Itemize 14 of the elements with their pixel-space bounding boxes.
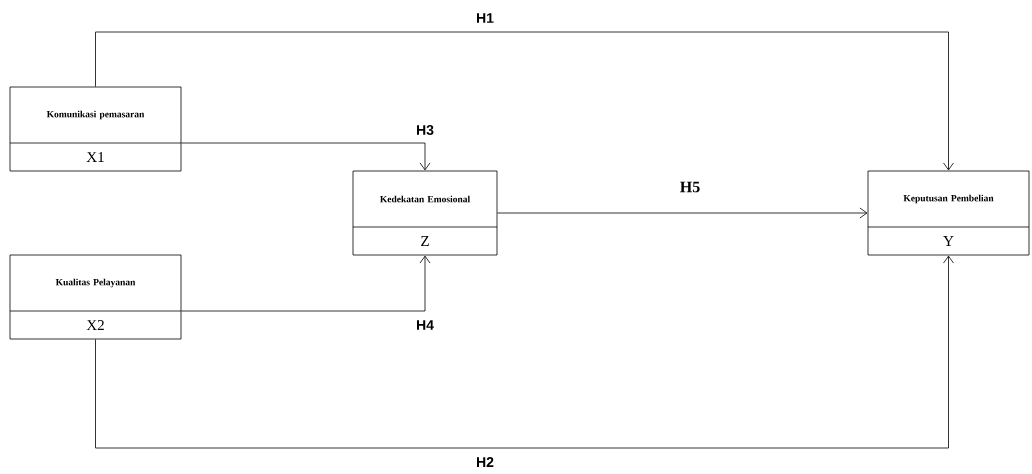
- arrow: [95, 255, 954, 449]
- edge-label: H2: [475, 456, 495, 468]
- arrow: [95, 31, 954, 171]
- variable-box: Kualitas Pelayanan X2: [9, 254, 182, 340]
- arrow: [181, 142, 431, 171]
- edge-label: H3: [415, 124, 435, 136]
- arrow: [181, 255, 431, 312]
- arrow: [497, 207, 868, 219]
- edge-label: H4: [415, 319, 435, 331]
- variable-box: Keputusan Pembelian Y: [867, 170, 1030, 256]
- variable-box: Komunikasi pemasaran X1: [9, 86, 182, 172]
- edge-label: H5: [678, 180, 702, 194]
- variable-box: Kedekatan Emosional Z: [352, 170, 498, 256]
- edge-label: H1: [475, 12, 495, 24]
